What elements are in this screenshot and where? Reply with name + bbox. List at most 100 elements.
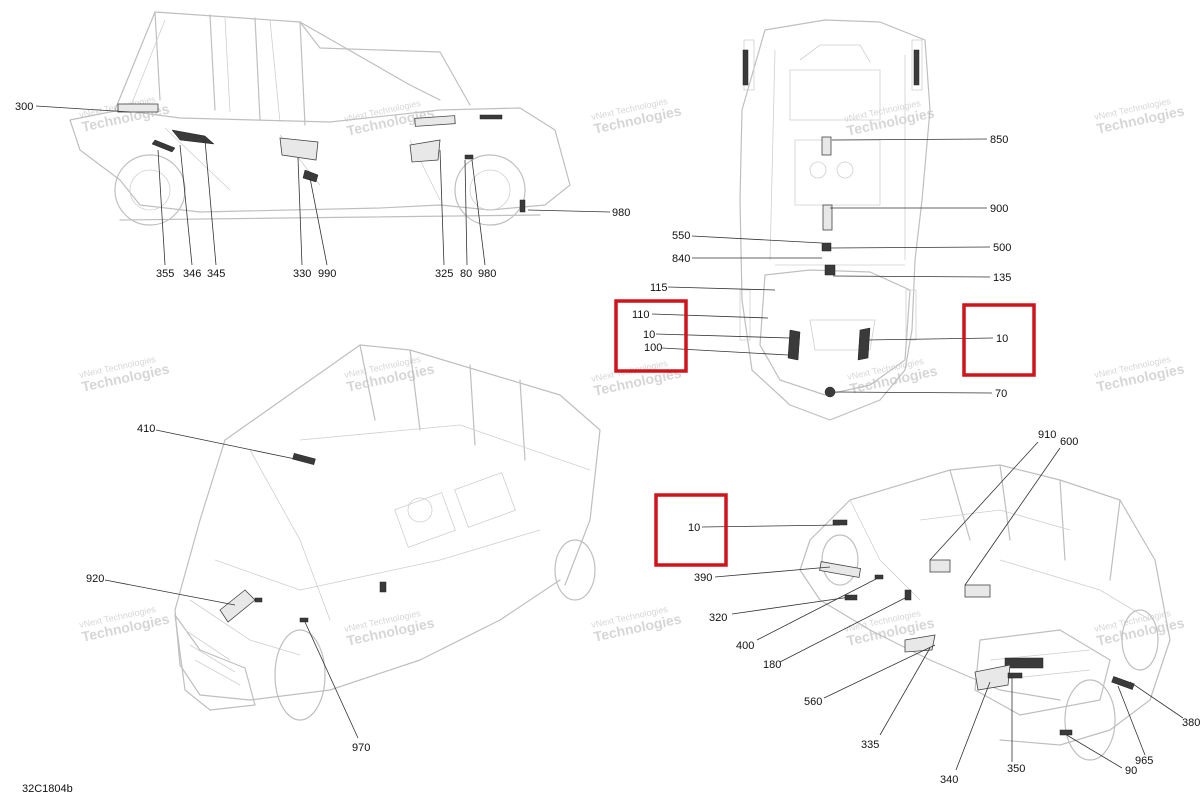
side-view-callouts: 300 355 346 345 330 990 325 80 980 980 [15, 101, 630, 280]
decal [974, 664, 1011, 691]
highlight-box [654, 493, 728, 567]
callout-label: 135 [993, 272, 1011, 284]
watermark: vNext Technologies Technologies [1093, 608, 1186, 649]
callout-label: 70 [995, 388, 1007, 400]
callout-label: 550 [672, 230, 690, 242]
decal [302, 169, 319, 183]
watermark: vNext Technologies Technologies [343, 354, 436, 395]
decal [299, 617, 309, 623]
callout-label: 600 [1060, 436, 1078, 448]
decal [219, 589, 256, 623]
highlight-box [962, 303, 1036, 377]
decal [117, 103, 159, 113]
decal [171, 129, 215, 145]
front-iso-view-callouts: 410 920 970 [86, 423, 370, 754]
callout-label: 970 [352, 742, 370, 754]
decal [822, 204, 833, 231]
watermark: vNext Technologies Technologies [843, 98, 936, 139]
decal [409, 139, 441, 163]
top-view-callouts: 850 900 550 500 840 135 115 110 10 100 1… [632, 134, 1011, 400]
callout-label: 340 [940, 774, 958, 786]
decal [832, 519, 848, 526]
rear-iso-view-callouts: 910 600 10 390 320 400 180 560 335 340 3… [688, 429, 1200, 786]
callout-label: 965 [1135, 755, 1153, 767]
side-view-vehicle [69, 11, 571, 226]
decal [819, 561, 862, 578]
decal [254, 597, 263, 603]
decal [414, 115, 456, 127]
callout-label: 110 [632, 309, 650, 321]
callout-label: 910 [1038, 429, 1056, 441]
decal [279, 137, 319, 161]
callout-label: 350 [1007, 763, 1025, 775]
callout-label: 500 [993, 242, 1011, 254]
decal [787, 329, 801, 361]
callout-label: 900 [990, 203, 1008, 215]
callout-label: 390 [694, 572, 712, 584]
watermark: vNext Technologies Technologies [78, 604, 171, 645]
decal [964, 584, 991, 598]
watermark: vNext Technologies Technologies [1093, 354, 1186, 395]
decal [519, 199, 526, 213]
watermark: vNext Technologies Technologies [590, 604, 683, 645]
decal [824, 386, 836, 398]
decal [464, 154, 474, 160]
callout-label: 115 [650, 282, 668, 294]
decal [821, 136, 832, 156]
figure-reference: 32C1804b [22, 783, 73, 795]
callout-label: 980 [612, 207, 630, 219]
rear-iso-view-vehicle [799, 464, 1171, 761]
decal [292, 452, 316, 466]
decal [904, 634, 936, 653]
callout-label: 180 [763, 659, 781, 671]
callout-label: 300 [15, 101, 33, 113]
decal [874, 574, 884, 580]
front-iso-view-vehicle [174, 344, 601, 721]
callout-label: 10 [996, 333, 1008, 345]
top-view-vehicle [739, 19, 931, 421]
watermark: vNext Technologies Technologies [343, 98, 436, 139]
watermark: vNext Technologies Technologies [590, 358, 683, 399]
callout-label: 990 [318, 268, 336, 280]
callout-label: 980 [478, 268, 496, 280]
callout-label: 345 [207, 268, 225, 280]
decal [929, 559, 951, 573]
decal [379, 581, 387, 593]
callout-label: 346 [183, 268, 201, 280]
callout-label: 325 [435, 268, 453, 280]
watermark: vNext Technologies Technologies [78, 354, 171, 395]
watermark: vNext Technologies Technologies [1093, 96, 1186, 137]
watermark: vNext Technologies Technologies [590, 96, 683, 137]
decal [479, 114, 503, 120]
callout-label: 10 [643, 329, 655, 341]
callout-label: 10 [688, 522, 700, 534]
decal [742, 49, 749, 86]
callout-label: 320 [709, 612, 727, 624]
callout-label: 850 [990, 134, 1008, 146]
callout-label: 80 [460, 268, 472, 280]
callout-label: 840 [672, 253, 690, 265]
watermark: vNext Technologies Technologies [343, 608, 436, 649]
callout-label: 330 [293, 268, 311, 280]
highlight-box [614, 299, 688, 373]
decal [1004, 657, 1044, 669]
decal [824, 264, 836, 276]
decal [1111, 676, 1135, 690]
callout-label: 410 [137, 423, 155, 435]
decal [904, 589, 912, 601]
callout-label: 920 [86, 573, 104, 585]
callout-label: 355 [156, 268, 174, 280]
decal [1007, 672, 1023, 679]
decal [857, 327, 871, 361]
callout-label: 335 [861, 739, 879, 751]
callout-label: 560 [804, 696, 822, 708]
callout-label: 380 [1182, 717, 1200, 729]
callout-label: 400 [736, 640, 754, 652]
callout-label: 100 [644, 342, 662, 354]
decal [913, 49, 920, 86]
decal [151, 139, 176, 153]
highlight-boxes [614, 299, 1036, 567]
watermark: vNext Technologies Technologies [78, 94, 171, 135]
decal [821, 242, 832, 252]
